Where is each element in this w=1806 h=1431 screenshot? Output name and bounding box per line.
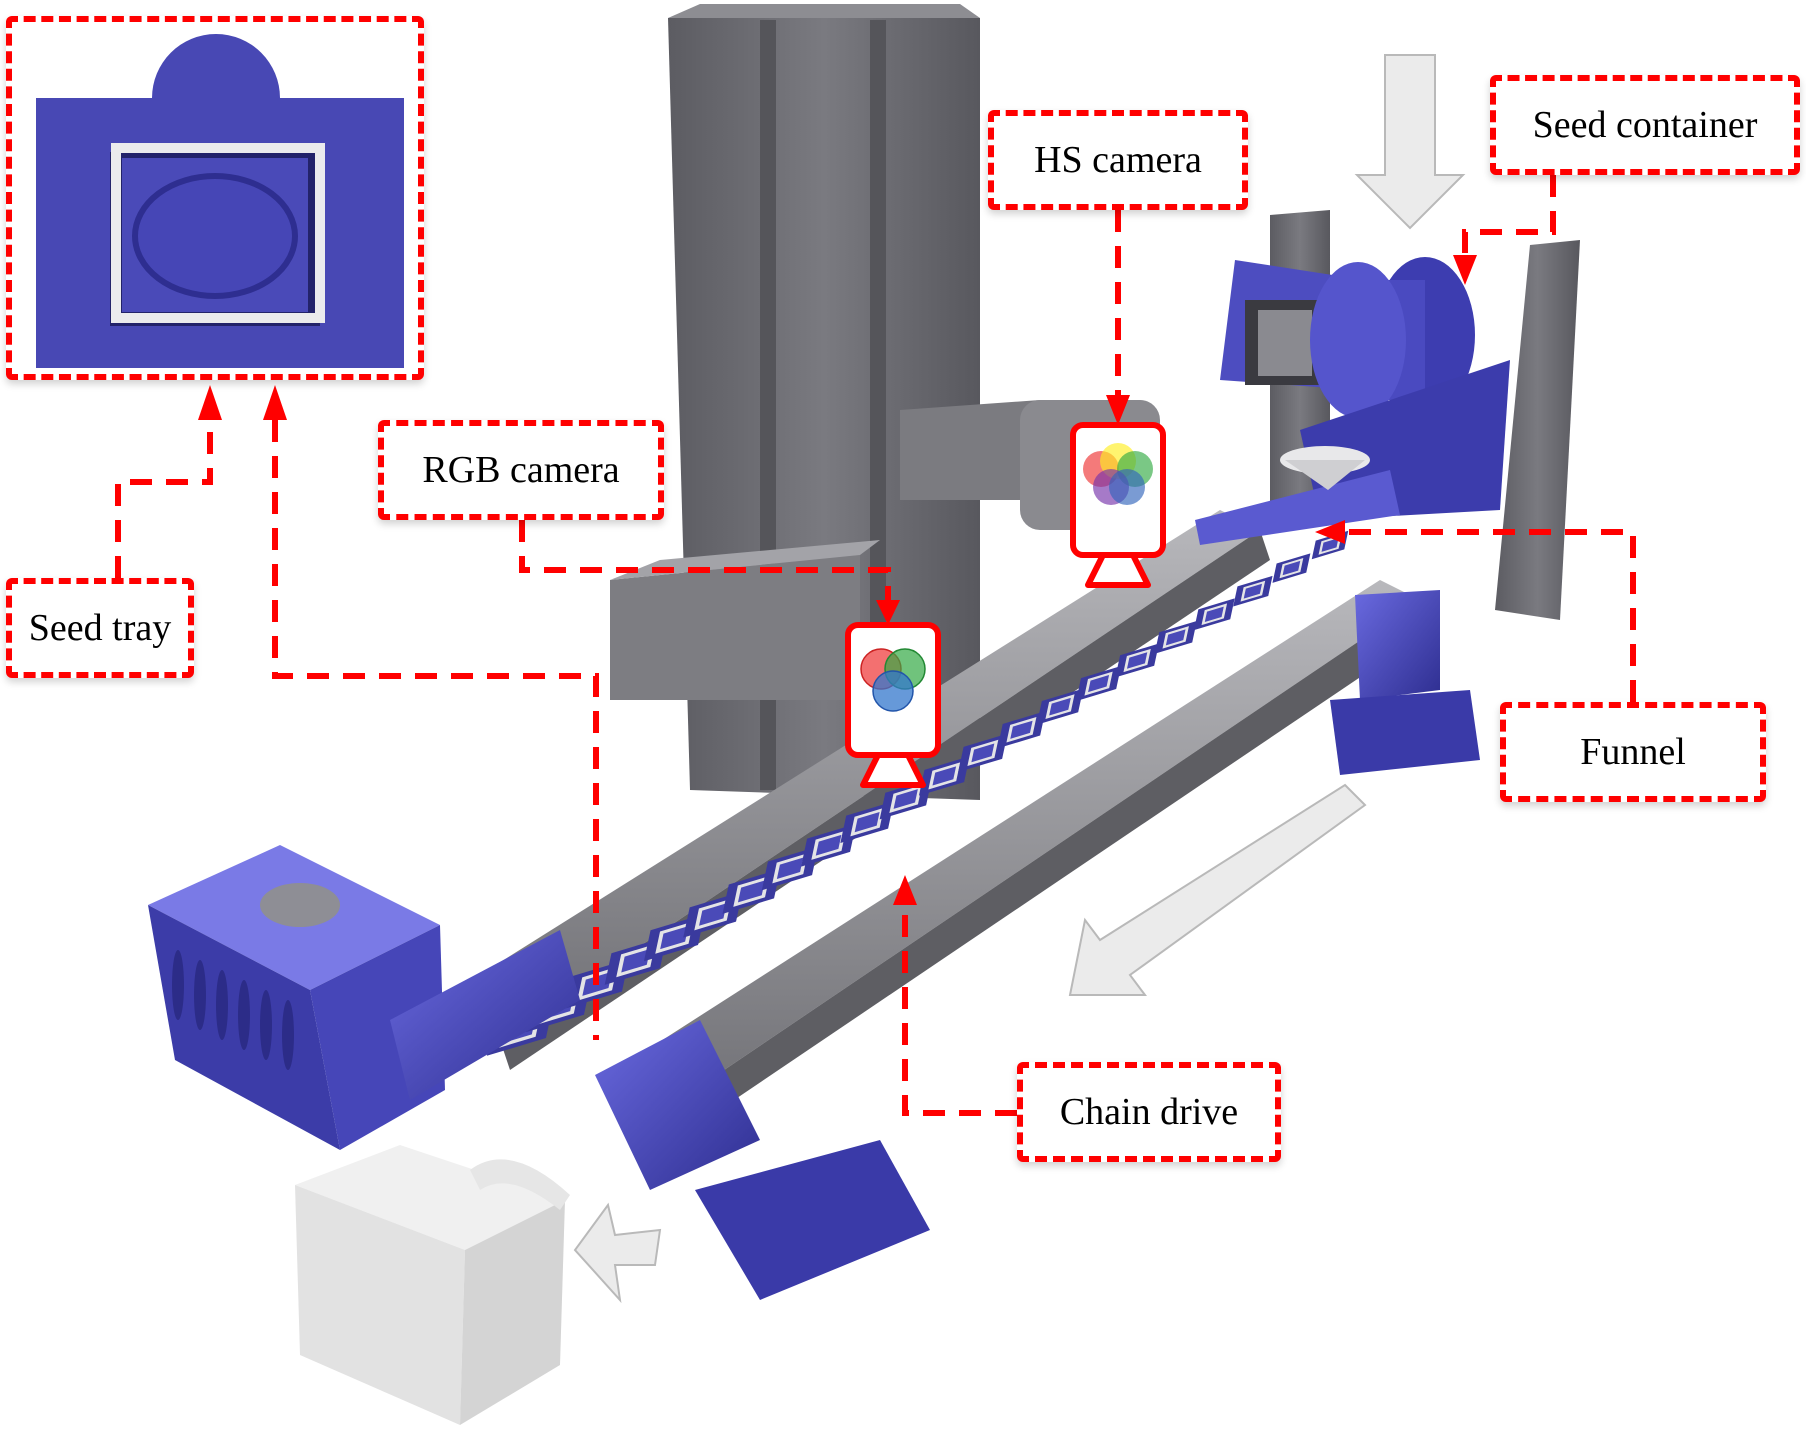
arrowhead-seed-tray-a bbox=[198, 385, 222, 420]
label-chain-drive: Chain drive bbox=[1017, 1062, 1281, 1162]
rgb-camera-arm bbox=[610, 540, 880, 700]
collection-box bbox=[295, 1145, 570, 1425]
label-seed-tray: Seed tray bbox=[6, 578, 194, 678]
seed-tray bbox=[1272, 553, 1311, 583]
arrowhead-chain-drive bbox=[893, 875, 917, 905]
seed-tray-detail-icon bbox=[36, 34, 404, 368]
arrowhead-seed-container bbox=[1453, 255, 1477, 285]
callout-line-seed-container bbox=[1462, 175, 1556, 255]
callout-line-funnel bbox=[1345, 529, 1636, 702]
seed-tray bbox=[997, 711, 1046, 749]
arrowhead-funnel bbox=[1315, 520, 1345, 544]
seed-tray bbox=[1076, 666, 1122, 702]
chain-drive-trays bbox=[486, 530, 1349, 1056]
callout-lines bbox=[115, 175, 1636, 1116]
callout-line-chain-drive bbox=[902, 905, 1017, 1116]
flow-arrow-out bbox=[573, 1202, 662, 1304]
seed-tray bbox=[1193, 598, 1235, 631]
seed-tray bbox=[1233, 575, 1273, 607]
seed-container-module bbox=[1195, 257, 1510, 545]
label-funnel: Funnel bbox=[1500, 702, 1766, 802]
arrowhead-seed-tray-b bbox=[263, 385, 287, 420]
seed-tray-inset bbox=[6, 16, 424, 380]
seed-tray bbox=[918, 756, 970, 796]
motor-housing bbox=[148, 845, 445, 1150]
seed-tray bbox=[1115, 643, 1159, 678]
seed-tray bbox=[1036, 688, 1084, 725]
flow-arrow-down bbox=[1354, 54, 1466, 230]
callout-line-rgb-camera bbox=[519, 520, 891, 600]
label-seed-container: Seed container bbox=[1490, 75, 1800, 175]
seed-tray bbox=[879, 778, 932, 820]
callout-line-seed-tray-b bbox=[272, 420, 599, 1040]
callout-arrowheads bbox=[198, 255, 1477, 905]
callout-line-seed-tray-a bbox=[115, 420, 213, 578]
bracket-right bbox=[1330, 590, 1480, 775]
label-hs-camera: HS camera bbox=[988, 110, 1248, 210]
flow-arrows bbox=[573, 54, 1466, 1304]
seed-tray bbox=[1154, 620, 1197, 654]
flow-arrow-along-conveyor bbox=[1068, 783, 1367, 996]
arrowhead-hs-camera bbox=[1106, 395, 1130, 425]
rgb-camera-icon bbox=[845, 622, 941, 788]
arrowhead-rgb-camera bbox=[876, 600, 900, 625]
drive-bracket-left bbox=[390, 930, 930, 1300]
hs-camera-icon bbox=[1070, 422, 1166, 588]
label-rgb-camera: RGB camera bbox=[378, 420, 664, 520]
seed-tray bbox=[958, 733, 1008, 773]
